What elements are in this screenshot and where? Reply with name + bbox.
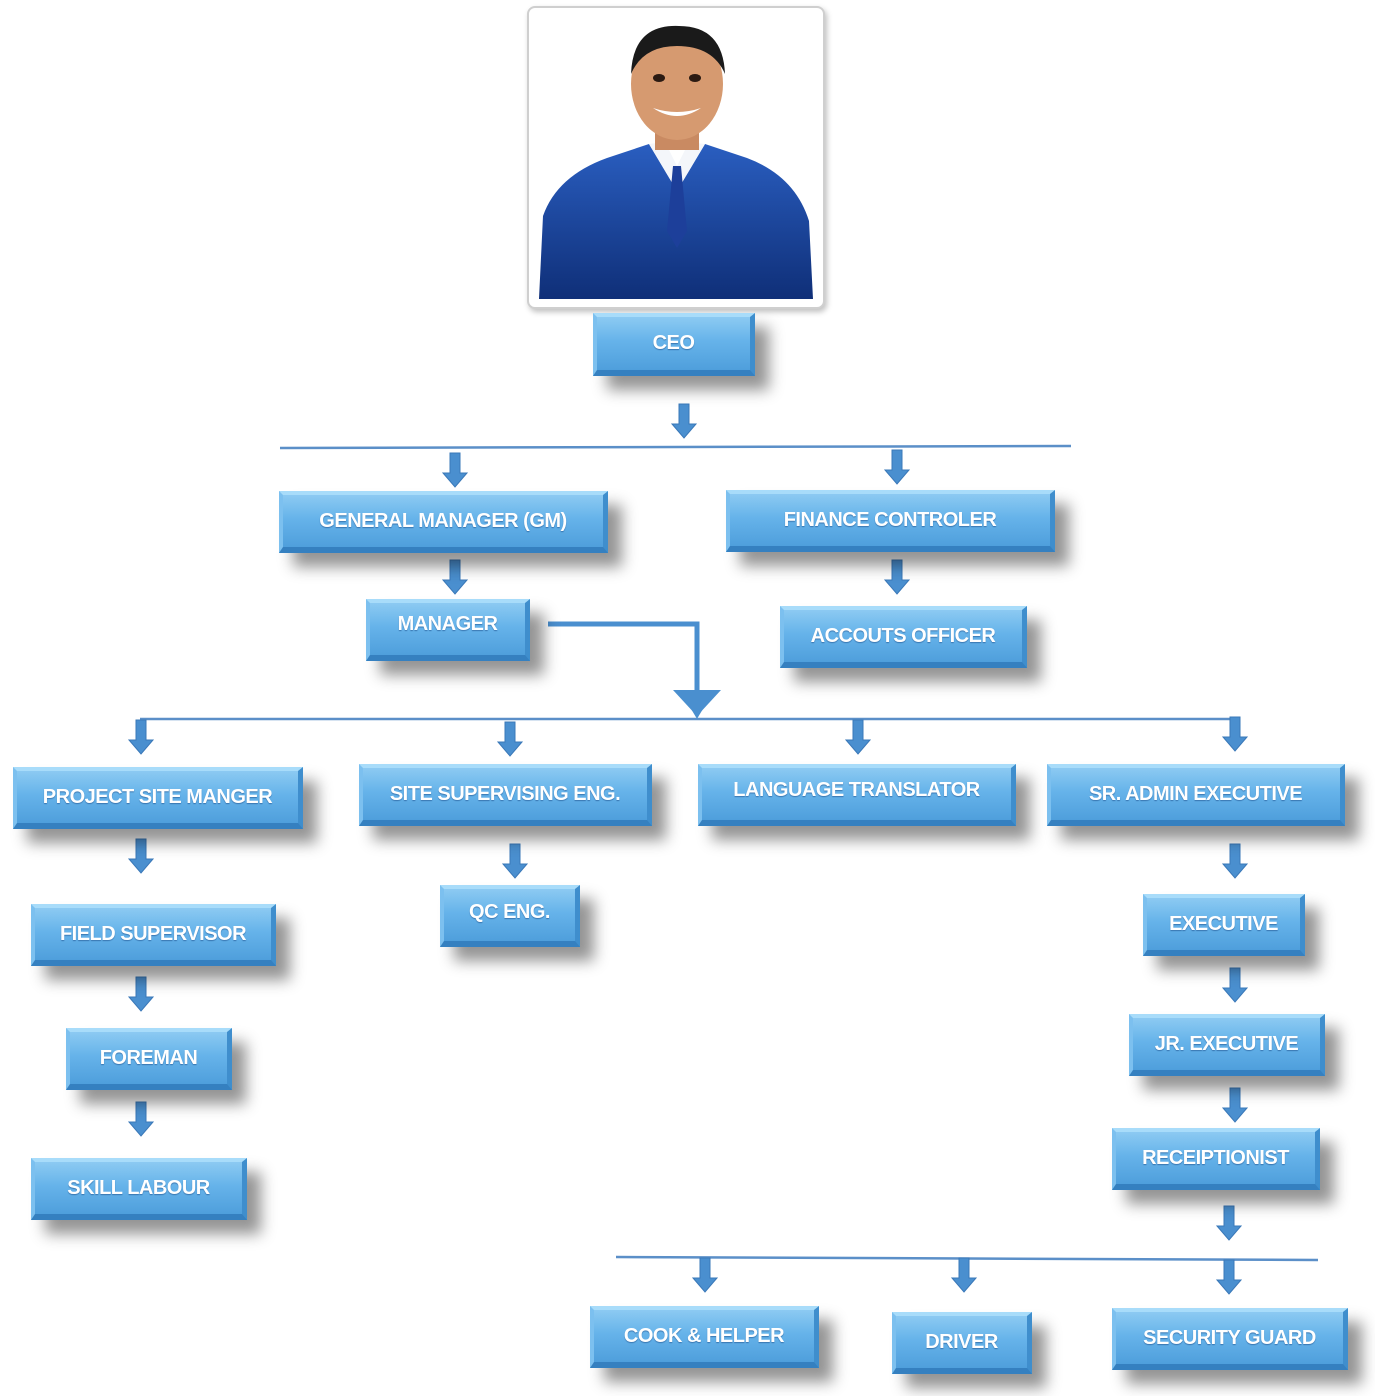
org-box-manager: MANAGER [366,599,530,661]
org-box-qc-eng: QC ENG. [440,885,580,947]
arrow-to-manager [441,559,469,595]
arrow-to-driver [950,1257,978,1293]
ceo-portrait-image [537,16,815,299]
arrow-to-jr-executive [1221,967,1249,1003]
arrow-ceo-down [670,403,698,439]
arrow-to-receptionist [1221,1087,1249,1123]
org-box-driver: DRIVER [892,1312,1032,1374]
org-box-project-site-manager: PROJECT SITE MANGER [13,767,303,829]
org-box-general-manager: GENERAL MANAGER (GM) [279,491,608,553]
org-box-accounts-officer: ACCOUTS OFFICER [780,606,1027,668]
org-box-security-guard: SECURITY GUARD [1112,1308,1348,1370]
org-box-field-supervisor: FIELD SUPERVISOR [31,904,276,966]
arrow-to-language-translator [844,719,872,755]
arrow-to-site-supervising-eng [496,721,524,757]
org-box-finance-controller: FINANCE CONTROLER [726,490,1055,552]
arrow-to-general-manager [441,452,469,488]
org-box-jr-executive: JR. EXECUTIVE [1129,1014,1325,1076]
org-box-foreman: FOREMAN [66,1028,232,1090]
arrow-to-skill-labour [127,1101,155,1137]
org-box-language-translator: LANGUAGE TRANSLATOR [698,764,1016,826]
org-box-site-supervising-eng: SITE SUPERVISING ENG. [359,764,652,826]
arrow-to-executive [1221,843,1249,879]
org-box-cook-helper: COOK & HELPER [590,1306,819,1368]
arrow-to-project-site-manager [127,719,155,755]
arrow-to-finance-controller [883,449,911,485]
arrow-to-foreman [127,976,155,1012]
arrow-to-qc-eng [501,843,529,879]
org-box-sr-admin-executive: SR. ADMIN EXECUTIVE [1047,764,1345,826]
arrow-to-support-line [1215,1205,1243,1241]
arrow-to-cook-helper [691,1257,719,1293]
ceo-photo-frame [527,6,825,309]
arrow-to-sr-admin-executive [1221,716,1249,752]
org-box-executive: EXECUTIVE [1143,894,1305,956]
arrow-to-accounts-officer [883,559,911,595]
org-box-skill-labour: SKILL LABOUR [31,1158,247,1220]
org-box-ceo: CEO [593,313,755,376]
connector-line-level-1 [279,444,1072,450]
arrow-to-field-supervisor [127,838,155,874]
arrow-to-security-guard [1215,1259,1243,1295]
manager-elbow-arrowhead [673,690,721,716]
org-box-receptionist: RECEIPTIONIST [1112,1128,1320,1190]
